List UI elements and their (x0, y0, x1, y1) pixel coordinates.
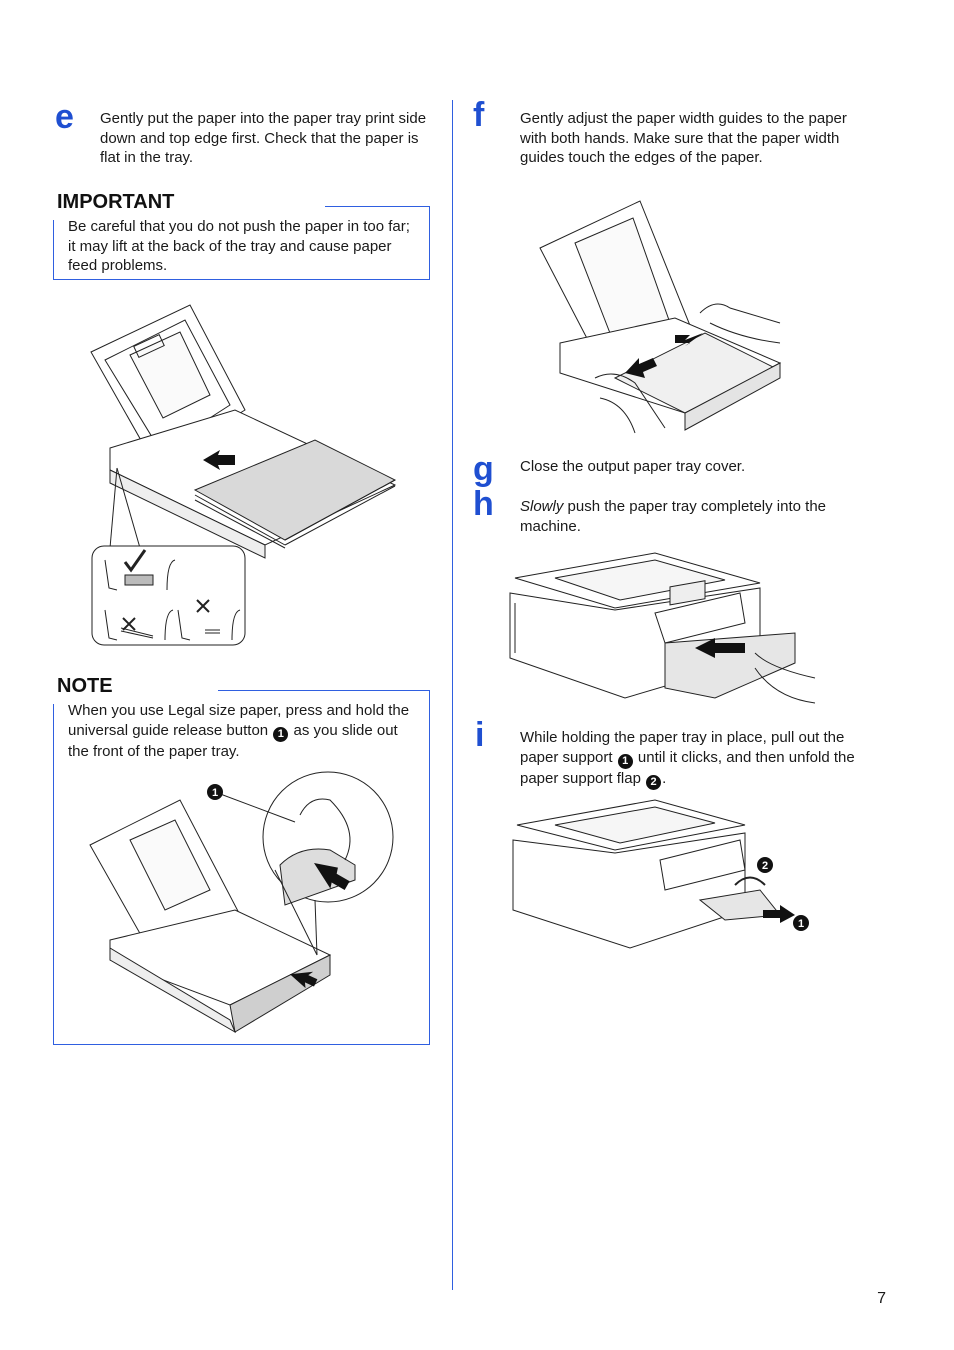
page-number: 7 (877, 1290, 886, 1307)
step-letter-h: h (473, 485, 494, 523)
step-i-text: While holding the paper tray in place, p… (520, 728, 855, 790)
step-f-text: Gently adjust the paper width guides to … (520, 110, 847, 166)
legal-tray-illustration: 1 (85, 770, 405, 1035)
important-title: IMPORTANT (57, 191, 175, 213)
paper-support-illustration: 2 1 (505, 795, 809, 955)
note-left-rule (53, 704, 54, 1045)
callout-2-inline-i: 2 (646, 774, 662, 790)
note-top-rule (218, 690, 430, 691)
step-g-text: Close the output paper tray cover. (520, 458, 746, 475)
step-h-text: Slowly push the paper tray completely in… (520, 497, 855, 536)
important-text: Be careful that you do not push the pape… (68, 218, 410, 274)
important-top-rule (325, 206, 430, 207)
step-letter-e: e (55, 98, 74, 136)
important-left-rule (53, 220, 54, 280)
callout-1-inline-i: 1 (617, 753, 633, 769)
step-h-italic: Slowly (520, 498, 564, 515)
push-tray-illustration (505, 548, 820, 708)
paper-tray-load-illustration (85, 300, 405, 650)
note-title: NOTE (57, 675, 113, 697)
important-box (53, 206, 430, 280)
callout-2-figure: 2 (762, 860, 768, 872)
step-letter-g: g (473, 450, 494, 488)
step-letter-i: i (475, 716, 485, 754)
note-text: When you use Legal size paper, press and… (68, 701, 420, 761)
column-divider (452, 100, 453, 1290)
note-text-b: as you slide out the front of the paper … (68, 721, 398, 760)
step-i-text-b: until it clicks, and then unfold the pap… (520, 748, 855, 787)
callout-1-figure-note: 1 (212, 787, 218, 799)
callout-1-inline: 1 (273, 726, 289, 742)
note-text-a: When you use Legal size paper, press and… (68, 702, 410, 739)
step-e-text: Gently put the paper into the paper tray… (100, 110, 427, 166)
width-guides-illustration (535, 198, 790, 440)
callout-1-figure-i: 1 (798, 918, 804, 930)
step-i-text-c: . (662, 769, 667, 787)
step-i-text-a: While holding the paper tray in place, p… (520, 729, 845, 766)
note-box (53, 690, 430, 1045)
step-letter-f: f (473, 96, 485, 134)
step-h-rest: push the paper tray completely into the … (520, 498, 827, 535)
